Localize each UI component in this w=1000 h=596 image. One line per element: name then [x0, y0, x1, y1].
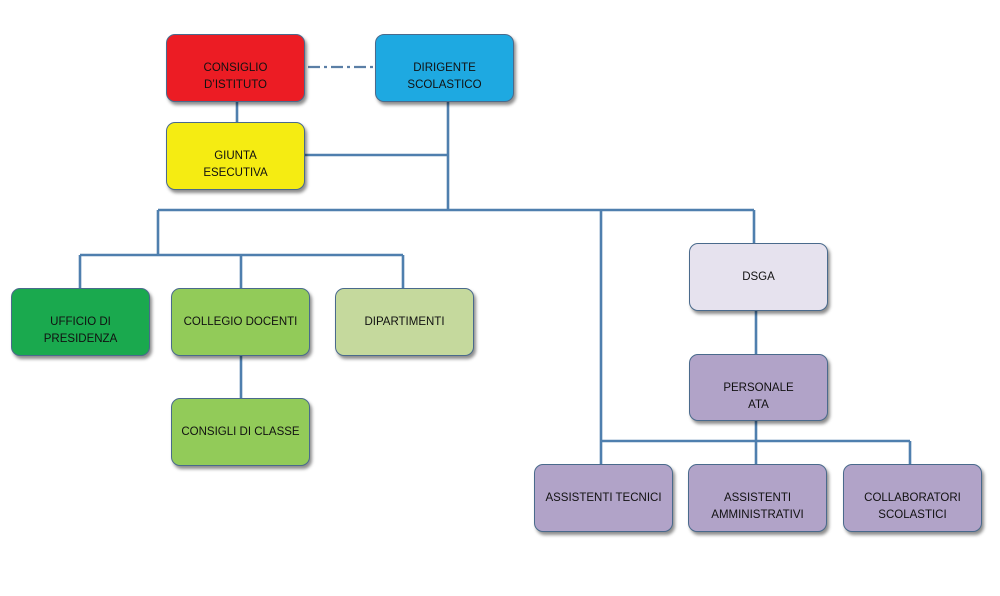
node-amministrativi-label: ASSISTENTI AMMINISTRATIVI: [711, 492, 804, 521]
node-collaboratori: COLLABORATORI SCOLASTICI: [843, 464, 982, 532]
node-dirigente-label: DIRIGENTE SCOLASTICO: [407, 62, 482, 91]
node-collaboratori-label: COLLABORATORI SCOLASTICI: [864, 492, 961, 521]
node-dsga-label: DSGA: [742, 271, 775, 283]
node-collegio-label: COLLEGIO DOCENTI: [183, 316, 298, 328]
node-giunta-label: GIUNTA ESECUTIVA: [203, 150, 268, 179]
node-consigli-label: CONSIGLI DI CLASSE: [181, 426, 300, 438]
node-ufficio: UFFICIO DI PRESIDENZA: [11, 288, 150, 356]
node-personale: PERSONALE ATA: [689, 354, 828, 421]
node-amministrativi: ASSISTENTI AMMINISTRATIVI: [688, 464, 827, 532]
node-collegio: COLLEGIO DOCENTI: [171, 288, 310, 356]
node-consiglio: CONSIGLIO D’ISTITUTO: [166, 34, 305, 102]
node-consiglio-label: CONSIGLIO D’ISTITUTO: [203, 62, 268, 91]
node-giunta: GIUNTA ESECUTIVA: [166, 122, 305, 190]
node-dipartimenti-label: DIPARTIMENTI: [364, 316, 445, 328]
solid-connectors: [78, 102, 912, 464]
node-dsga: DSGA: [689, 243, 828, 311]
node-tecnici: ASSISTENTI TECNICI: [534, 464, 673, 532]
node-personale-label: PERSONALE ATA: [723, 382, 794, 411]
node-dirigente: DIRIGENTE SCOLASTICO: [375, 34, 514, 102]
node-dipartimenti: DIPARTIMENTI: [335, 288, 474, 356]
node-consigli: CONSIGLI DI CLASSE: [171, 398, 310, 466]
node-tecnici-label: ASSISTENTI TECNICI: [545, 492, 662, 504]
node-ufficio-label: UFFICIO DI PRESIDENZA: [43, 316, 118, 345]
